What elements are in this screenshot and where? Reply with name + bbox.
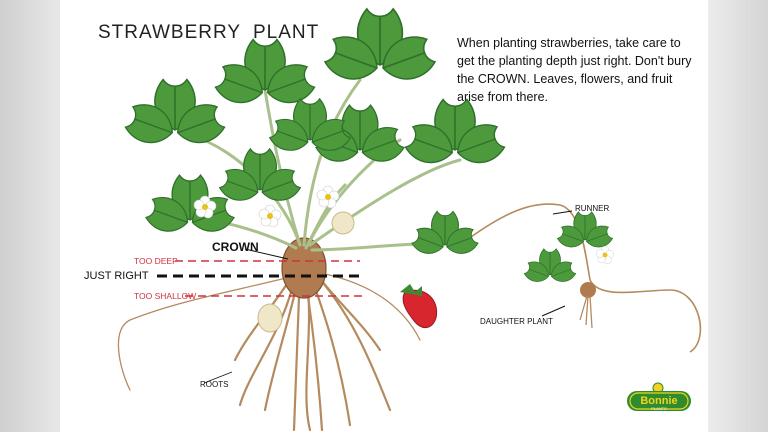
svg-text:Bonnie: Bonnie: [640, 395, 677, 407]
crown-leader: [244, 248, 289, 260]
page-title: STRAWBERRY PLANT: [98, 22, 320, 43]
leaf-groups: [123, 9, 614, 285]
strawberry-fruit: [402, 289, 438, 328]
left-backdrop: [0, 0, 60, 432]
crown-label: CROWN: [212, 240, 259, 254]
roots-leader: [203, 371, 233, 384]
daughter-leader: [541, 305, 566, 317]
bonnie-plants-logo: Bonnie PLANTS: [626, 382, 694, 414]
description-text: When planting strawberries, take care to…: [457, 36, 692, 104]
strawberry-plant-illustration: [117, 0, 702, 432]
too-deep-label: TOO DEEP: [134, 256, 178, 266]
diagram-card: STRAWBERRY PLANT When planting strawberr…: [60, 0, 708, 432]
runner-label: RUNNER: [575, 204, 610, 213]
unripe-berry: [331, 211, 355, 235]
runner-line: [459, 203, 702, 353]
right-backdrop: [708, 0, 768, 432]
flower: [316, 185, 340, 209]
svg-text:PLANTS: PLANTS: [651, 406, 667, 411]
just-right-label: JUST RIGHT: [84, 270, 149, 282]
crown-shape: [281, 237, 327, 299]
flower: [258, 204, 282, 228]
unripe-berry: [257, 303, 283, 333]
logo-graphic: Bonnie PLANTS: [627, 382, 691, 411]
too-shallow-label: TOO SHALLOW: [134, 291, 197, 301]
daughter-plant-label: DAUGHTER PLANT: [480, 317, 553, 326]
daughter-crown: [580, 282, 596, 298]
flower: [595, 245, 615, 265]
runner-leader: [552, 210, 573, 215]
roots-label: ROOTS: [200, 380, 229, 389]
